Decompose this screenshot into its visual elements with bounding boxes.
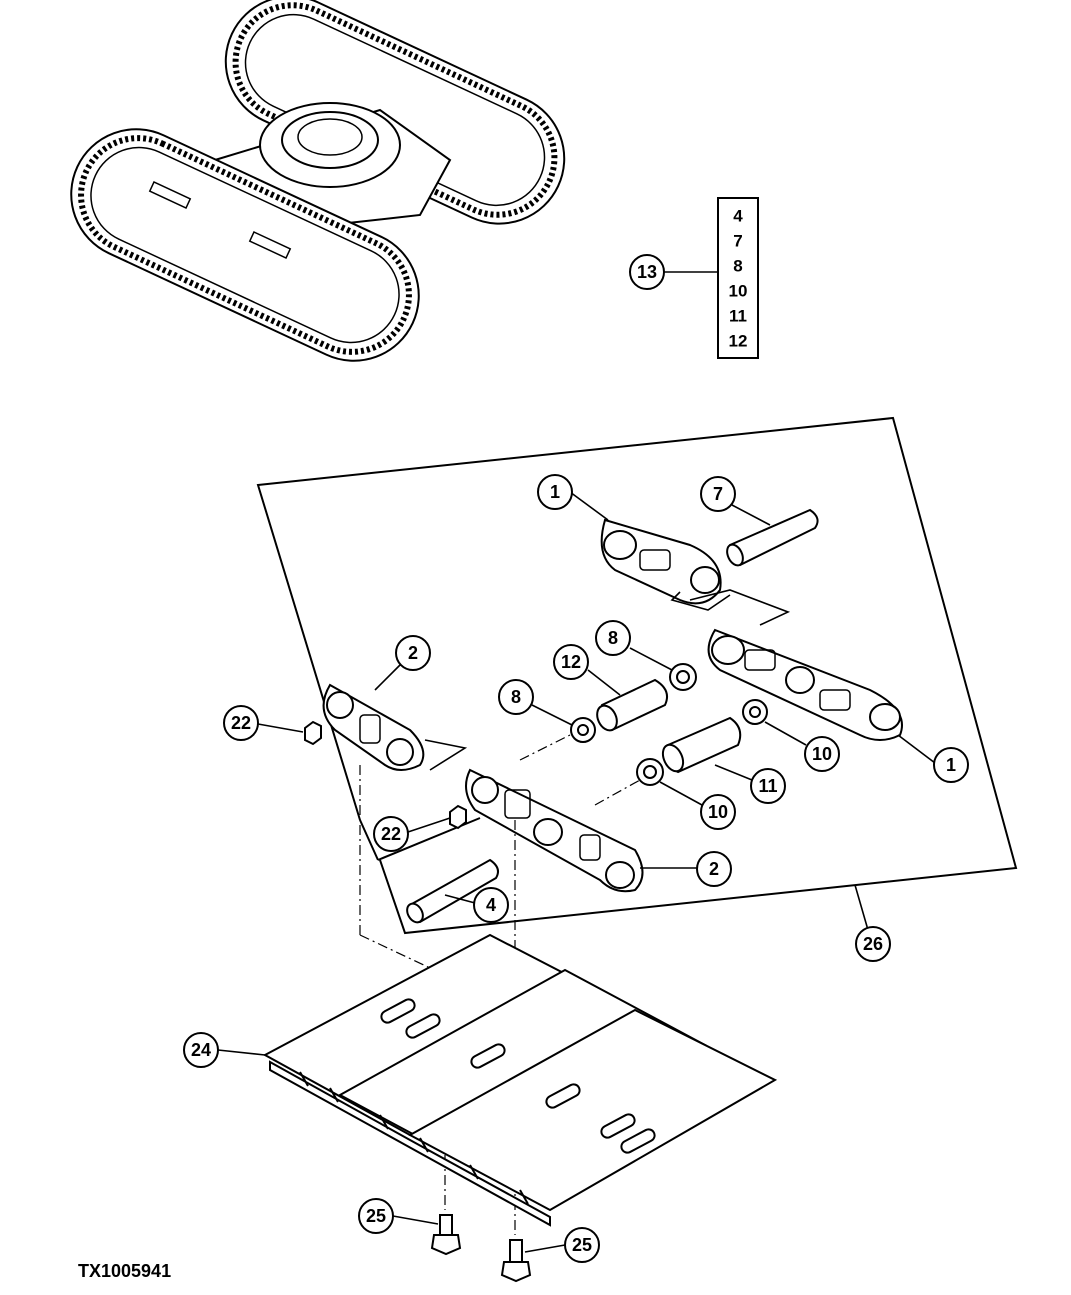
callout-10-left: 10 xyxy=(700,794,736,830)
callout-2-top: 2 xyxy=(395,635,431,671)
master-pin-7 xyxy=(726,504,819,567)
svg-text:24: 24 xyxy=(191,1040,211,1060)
callout-4: 4 xyxy=(473,887,509,923)
svg-text:2: 2 xyxy=(408,643,418,663)
svg-text:8: 8 xyxy=(511,687,521,707)
callout-8-left: 8 xyxy=(498,679,534,715)
callout-24: 24 xyxy=(183,1032,219,1068)
kit-item-4: 10 xyxy=(729,282,748,301)
track-shoe-plates xyxy=(217,933,778,1227)
seal-8-left xyxy=(531,704,596,743)
chain-assembly-frame xyxy=(256,416,1018,935)
callout-26: 26 xyxy=(855,926,891,962)
callout-25-right: 25 xyxy=(564,1227,600,1263)
callout-25-left: 25 xyxy=(358,1198,394,1234)
svg-text:22: 22 xyxy=(381,824,401,844)
kit-item-6: 12 xyxy=(729,332,748,351)
callout-10-right: 10 xyxy=(804,736,840,772)
svg-text:11: 11 xyxy=(758,776,777,796)
callout-11: 11 xyxy=(750,768,786,804)
seal-8-top xyxy=(629,647,697,691)
svg-text:10: 10 xyxy=(812,744,832,764)
svg-text:8: 8 xyxy=(608,628,618,648)
bushing-12 xyxy=(587,669,668,732)
kit-item-3: 8 xyxy=(733,257,742,276)
callout-1-top: 1 xyxy=(537,474,573,510)
callout-7: 7 xyxy=(700,476,736,512)
svg-text:1: 1 xyxy=(946,755,956,775)
svg-text:26: 26 xyxy=(863,934,883,954)
seal-10-left xyxy=(636,758,703,806)
svg-text:22: 22 xyxy=(231,713,251,733)
callout-2-bottom: 2 xyxy=(696,851,732,887)
callout-8-top: 8 xyxy=(595,620,631,656)
figure-id-label: TX1005941 xyxy=(78,1261,171,1281)
svg-text:7: 7 xyxy=(713,484,723,504)
track-link-right-top xyxy=(569,491,731,611)
callout-13-circle xyxy=(629,254,665,290)
kit-item-2: 7 xyxy=(733,232,742,251)
svg-text:12: 12 xyxy=(561,652,581,672)
callout-13-label: 13 xyxy=(637,262,657,282)
kit-callout-group: 13 4 7 8 10 11 12 xyxy=(629,197,759,359)
bolt-25-left xyxy=(392,1214,462,1256)
callout-1-mid: 1 xyxy=(933,747,969,783)
callout-12: 12 xyxy=(553,644,589,680)
svg-text:4: 4 xyxy=(486,895,496,915)
svg-text:1: 1 xyxy=(550,482,560,502)
svg-text:25: 25 xyxy=(572,1235,592,1255)
svg-text:2: 2 xyxy=(709,859,719,879)
svg-text:10: 10 xyxy=(708,802,728,822)
callout-22-lower: 22 xyxy=(373,816,409,852)
bushing-11 xyxy=(661,716,753,781)
seal-10-right xyxy=(742,699,807,746)
lower-pin-4 xyxy=(406,858,499,924)
track-link-right-mid xyxy=(689,589,936,764)
undercarriage-illustration xyxy=(70,0,566,362)
track-link-left-top xyxy=(322,664,468,771)
svg-text:25: 25 xyxy=(366,1206,386,1226)
kit-item-5: 11 xyxy=(729,307,747,326)
callout-22-upper: 22 xyxy=(223,705,259,741)
nut-22-lower xyxy=(407,804,467,833)
kit-item-1: 4 xyxy=(733,207,743,226)
track-link-left-bottom xyxy=(465,768,698,893)
nut-22-upper xyxy=(257,720,322,746)
bolt-25-right xyxy=(500,1239,566,1283)
kit-contents-box xyxy=(717,197,759,359)
